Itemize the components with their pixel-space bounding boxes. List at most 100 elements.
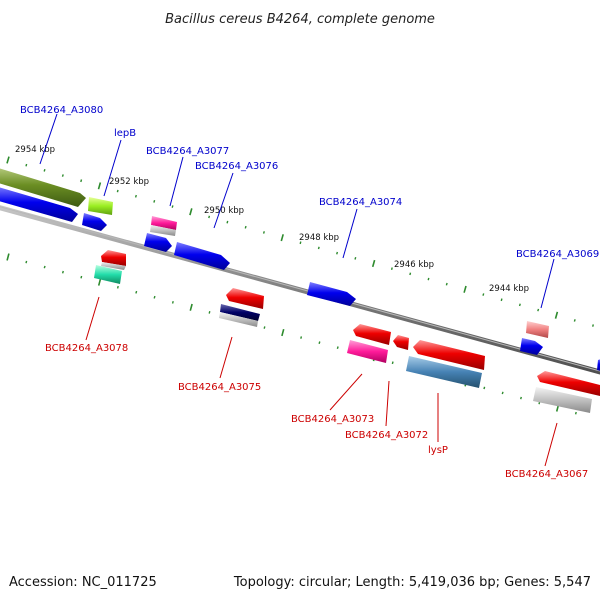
gene-label-a3078[interactable]: BCB4264_A3078 [45,343,128,354]
gene-arrow-green[interactable] [0,167,86,207]
gene-label-a3074[interactable]: BCB4264_A3074 [319,197,402,208]
gene-arrow-lepb[interactable] [88,197,113,215]
inner-minor-tick [135,290,138,294]
gene-arrow-steel-lysp[interactable] [406,356,482,388]
outer-minor-tick [244,225,247,229]
gene-arrow-blue-a3069[interactable] [520,338,543,355]
outer-minor-tick [25,163,28,167]
inner-major-tick [97,278,102,286]
outer-minor-tick [116,189,119,193]
inner-minor-tick [25,260,28,264]
inner-major-tick [6,253,10,261]
gene-arrow-pink-a3077[interactable] [150,216,177,236]
inner-minor-tick [208,311,211,314]
outer-major-tick [371,259,376,268]
outer-minor-tick [573,319,576,322]
gene-label-a3073[interactable]: BCB4264_A3073 [291,414,374,425]
genome-backbone-highlight [0,206,600,372]
leader-line-a3074 [342,208,358,259]
gene-arrow-grey-a3067[interactable] [533,387,592,413]
leader-line-lepb [103,139,122,197]
leader-line-a3077 [169,156,184,207]
gene-label-a3076[interactable]: BCB4264_A3076 [195,161,278,172]
gene-label-a3072[interactable]: BCB4264_A3072 [345,430,428,441]
gene-arrow-red-a3073[interactable] [353,324,391,345]
kbp-label-2944: 2944 kbp [489,284,529,294]
gene-arrow-red-a3072[interactable] [393,335,409,350]
gene-arrow-blue-edge[interactable] [597,358,600,372]
gene-label-a3075[interactable]: BCB4264_A3075 [178,382,261,393]
kbp-label-2954: 2954 kbp [15,145,55,155]
leader-line-a3072 [385,380,390,427]
gene-arrow-red-a3078[interactable] [101,250,126,270]
topology-text: Topology: circular; Length: 5,419,036 bp… [233,575,591,590]
gene-arrow-navy-a3075[interactable] [219,304,260,327]
inner-major-tick [189,303,193,311]
inner-minor-tick [483,386,486,390]
inner-minor-tick [300,336,303,339]
inner-minor-tick [171,301,174,304]
gene-label-a3069[interactable]: BCB4264_A3069 [516,249,599,260]
gene-label-lysp[interactable]: lysP [428,445,448,456]
outer-minor-tick [409,272,412,276]
leader-line-a3078 [85,296,100,341]
genome-backbone [0,205,600,375]
map-title: Bacillus cereus B4264, complete genome [165,12,435,27]
inner-minor-tick [520,396,522,400]
leader-line-a3067 [544,422,558,467]
inner-minor-tick [391,361,394,365]
outer-major-tick [554,311,559,319]
outer-tick-ring [6,156,594,327]
outer-major-tick [280,234,284,242]
leader-line-a3073 [329,373,363,411]
gene-arrow-red-lysp[interactable] [413,340,485,370]
outer-minor-tick [153,200,156,203]
kbp-label-2950: 2950 kbp [204,206,244,216]
outer-minor-tick [226,220,229,224]
outer-minor-tick [482,293,485,296]
inner-minor-tick [153,295,156,299]
gene-label-lepb[interactable]: lepB [114,128,136,139]
gene-label-a3067[interactable]: BCB4264_A3067 [505,469,588,480]
gene-arrow-pink-a3073[interactable] [347,340,388,363]
gene-arrow-red-a3067[interactable] [537,371,600,396]
gene-arrow-salmon-a3069[interactable] [526,321,549,338]
inner-major-tick [281,328,285,337]
outer-minor-tick [80,179,83,183]
outer-minor-tick [592,324,594,327]
kbp-label-2948: 2948 kbp [299,233,339,243]
gene-arrow-blue-a3080[interactable] [0,186,78,222]
outer-major-tick [189,208,193,216]
outer-minor-tick [134,194,137,198]
kbp-label-2952: 2952 kbp [109,177,149,187]
accession-text: Accession: NC_011725 [9,575,157,590]
outer-major-tick [463,285,467,293]
outer-major-tick [6,156,10,164]
gene-label-a3077[interactable]: BCB4264_A3077 [146,146,229,157]
outer-minor-tick [171,205,174,208]
outer-minor-tick [262,231,265,234]
outer-minor-tick [336,251,339,255]
inner-minor-tick [43,265,46,269]
gene-arrow-blue-a3076[interactable] [174,242,230,270]
outer-minor-tick [317,246,320,250]
outer-minor-tick [427,277,430,281]
outer-minor-tick [354,256,357,260]
gene-arrow-blue-a3074[interactable] [307,282,356,306]
leader-line-a3075 [219,336,233,379]
outer-major-tick [97,182,102,190]
inner-tick-ring [6,253,577,415]
inner-minor-tick [116,285,119,289]
outer-minor-tick [445,282,448,286]
gene-arrow-blue-small[interactable] [82,213,107,231]
outer-minor-tick [390,267,393,270]
gene-arrow-mint-a3078[interactable] [94,265,122,284]
leader-line-a3080 [39,113,58,165]
kbp-label-2946: 2946 kbp [394,260,434,270]
inner-minor-tick [61,270,64,274]
gene-arrow-blue-a3077[interactable] [144,233,172,252]
gene-arrow-red-a3075[interactable] [226,288,264,309]
outer-minor-tick [43,168,46,172]
gene-label-a3080[interactable]: BCB4264_A3080 [20,105,103,116]
